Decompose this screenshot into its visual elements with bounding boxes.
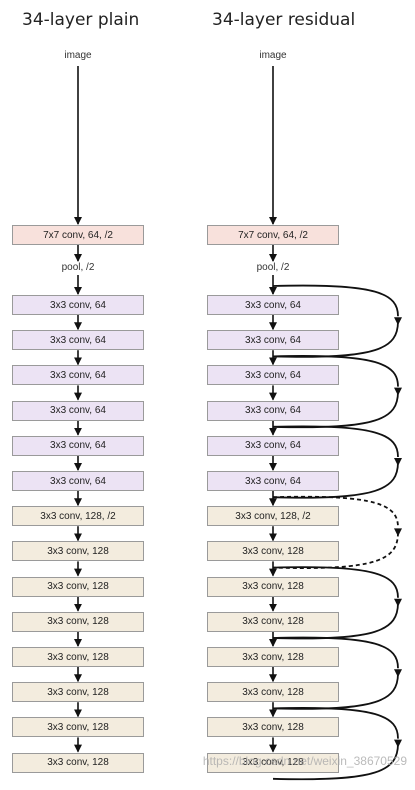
plain-layer-box: 3x3 conv, 128 xyxy=(12,752,144,773)
residual-layer-box: 3x3 conv, 64 xyxy=(207,295,339,315)
plain-layer-box: 3x3 conv, 128 xyxy=(12,647,144,667)
shortcut-connection xyxy=(272,355,399,387)
residual-layer-box: 3x3 conv, 128 xyxy=(207,647,339,667)
shortcut-connection xyxy=(272,743,399,781)
plain-layer-box: 3x3 conv, 64 xyxy=(12,435,144,456)
residual-layer-box: 3x3 conv, 128 xyxy=(207,717,339,738)
plain-layer-box: 3x3 conv, 64 xyxy=(12,330,144,351)
plain-image-label: image xyxy=(64,50,92,61)
plain-layer-box: 3x3 conv, 64 xyxy=(12,400,144,421)
watermark-text: https://blog.csdn.net/weixin_38670529 xyxy=(202,754,407,768)
shortcut-connection xyxy=(272,425,399,458)
residual-layer-box: 3x3 conv, 64 xyxy=(207,435,339,456)
residual-layer-box: 7x7 conv, 64, /2 xyxy=(207,225,339,245)
residual-layer-box: 3x3 conv, 128 xyxy=(207,752,339,773)
residual-layer-box: 3x3 conv, 128 xyxy=(207,611,339,632)
shortcut-connection xyxy=(272,707,399,739)
residual-layer-box: 3x3 conv, 64 xyxy=(207,330,339,351)
plain-layer-box: 7x7 conv, 64, /2 xyxy=(12,225,144,245)
residual-layer-box: 3x3 conv, 128 xyxy=(207,576,339,597)
plain-layer-box: 3x3 conv, 64 xyxy=(12,471,144,491)
residual-layer-box: 3x3 conv, 128 xyxy=(207,541,339,562)
plain-column-title: 34-layer plain xyxy=(22,10,140,30)
plain-layer-box: 3x3 conv, 128 xyxy=(12,576,144,597)
residual-column-title: 34-layer residual xyxy=(212,10,356,30)
plain-pool-label: pool, /2 xyxy=(61,262,95,273)
residual-pool-label: pool, /2 xyxy=(256,262,290,273)
plain-layer-box: 3x3 conv, 64 xyxy=(12,365,144,386)
plain-layer-box: 3x3 conv, 128 xyxy=(12,682,144,703)
shortcut-connection xyxy=(272,461,399,499)
residual-layer-box: 3x3 conv, 64 xyxy=(207,400,339,421)
shortcut-connection xyxy=(272,532,399,569)
plain-layer-box: 3x3 conv, 128 xyxy=(12,717,144,738)
residual-layer-box: 3x3 conv, 64 xyxy=(207,365,339,386)
plain-layer-box: 3x3 conv, 128 xyxy=(12,611,144,632)
plain-layer-box: 3x3 conv, 128 xyxy=(12,541,144,562)
plain-layer-box: 3x3 conv, 64 xyxy=(12,295,144,315)
residual-layer-box: 3x3 conv, 128, /2 xyxy=(207,506,339,527)
shortcut-connection xyxy=(272,636,399,669)
shortcut-connection xyxy=(272,284,399,317)
residual-layer-box: 3x3 conv, 128 xyxy=(207,682,339,703)
residual-image-label: image xyxy=(259,50,287,61)
shortcut-connection xyxy=(272,566,399,598)
plain-layer-box: 3x3 conv, 128, /2 xyxy=(12,506,144,527)
residual-layer-box: 3x3 conv, 64 xyxy=(207,471,339,491)
